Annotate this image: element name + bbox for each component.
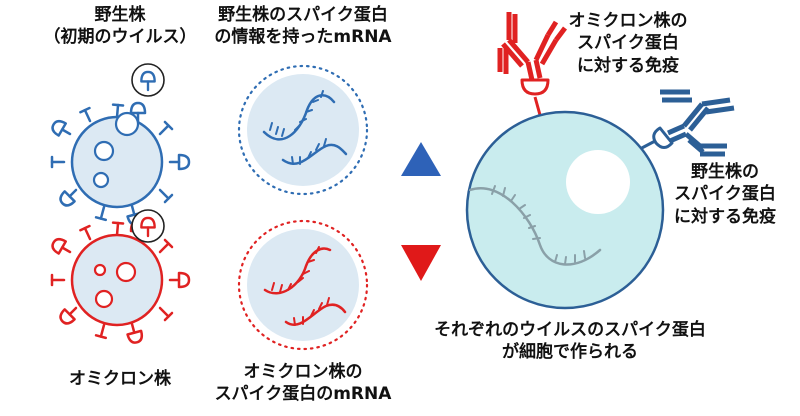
wild-immunity-label-line2: スパイク蛋白: [674, 184, 776, 205]
wild-mrna-vaccine-icon: [237, 64, 369, 196]
wild-immunity-label: 野生株の スパイク蛋白 に対する免疫: [655, 161, 795, 228]
omicron-spike-zoom-icon: [131, 209, 165, 243]
cell-icon: [465, 96, 665, 310]
wild-immunity-label-line1: 野生株の: [691, 162, 759, 182]
cell-mrna: [468, 185, 602, 266]
omicron-virus-label: オミクロン株: [20, 368, 220, 390]
omicron-virus-icon: [48, 219, 191, 346]
red-down-triangle-icon: [401, 245, 441, 281]
cell-caption: それぞれのウイルスのスパイク蛋白 が細胞で作られる: [400, 319, 740, 364]
wild-mrna-label: 野生株のスパイク蛋白 の情報を持ったmRNA: [196, 4, 410, 49]
cell-caption-line2: が細胞で作られる: [502, 342, 638, 363]
wild-immunity-label-line3: に対する免疫: [674, 206, 776, 227]
omicron-mrna-label-line2: スパイク蛋白のmRNA: [214, 384, 392, 405]
wild-virus-icon: [48, 101, 191, 228]
omicron-immunity-label-line1: オミクロン株の: [568, 11, 688, 31]
omicron-virus-label-line1: オミクロン株: [69, 369, 171, 389]
omicron-mrna-label-line1: オミクロン株の: [243, 362, 363, 382]
blue-up-triangle-icon: [401, 142, 441, 176]
wild-virus-label: 野生株 （初期のウイルス）: [20, 4, 220, 49]
wild-mrna-label-line1: 野生株のスパイク蛋白: [218, 5, 388, 25]
omicron-immunity-label-line3: に対する免疫: [577, 55, 679, 76]
omicron-mrna-vaccine-icon: [237, 219, 369, 351]
wild-spike-zoom-icon: [131, 63, 165, 97]
omicron-immunity-label-line2: スパイク蛋白: [577, 33, 679, 54]
wild-mrna-label-line2: の情報を持ったmRNA: [214, 27, 392, 48]
wild-antibody-icon: [652, 89, 735, 157]
cell-caption-line1: それぞれのウイルスのスパイク蛋白: [434, 320, 706, 340]
omicron-antibody-icon: [497, 12, 567, 96]
omicron-immunity-label: オミクロン株の スパイク蛋白 に対する免疫: [556, 10, 700, 77]
omicron-mrna-label: オミクロン株の スパイク蛋白のmRNA: [196, 361, 410, 406]
wild-virus-label-line1: 野生株: [94, 5, 146, 25]
wild-virus-label-line2: （初期のウイルス）: [43, 27, 197, 48]
